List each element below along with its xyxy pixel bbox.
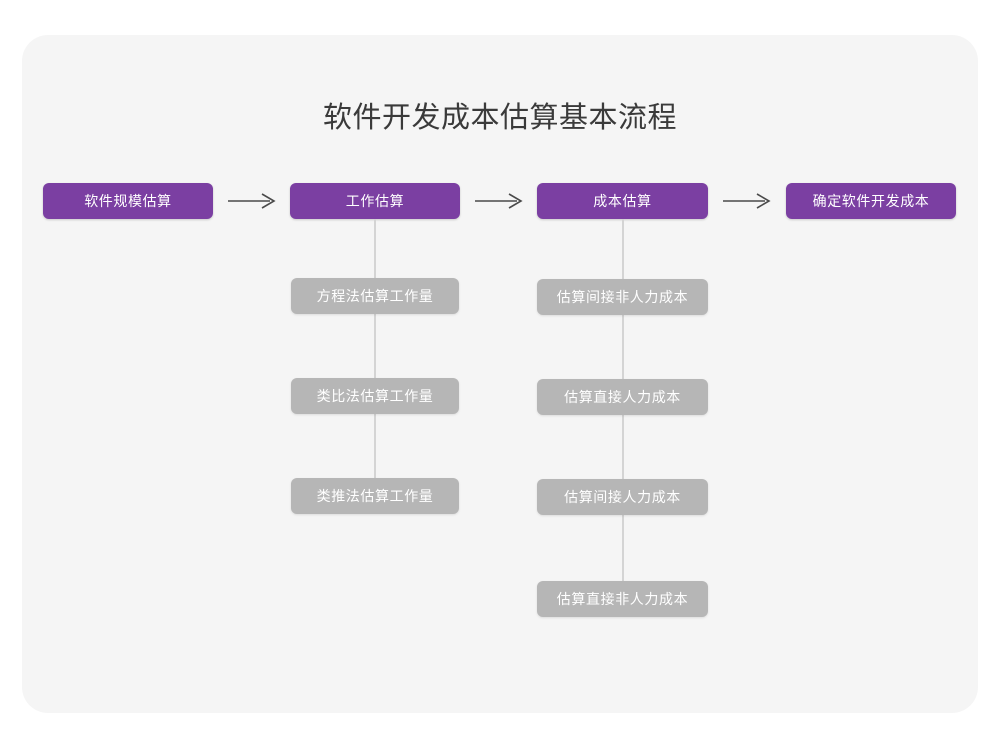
branch-node-analogous-inference-effort[interactable]: 类推法估算工作量 xyxy=(291,478,459,514)
connector-branch2-seg4 xyxy=(622,515,624,581)
connector-branch1-seg2 xyxy=(374,314,376,378)
branch-node-equation-method-effort[interactable]: 方程法估算工作量 xyxy=(291,278,459,314)
connector-branch2-seg3 xyxy=(622,415,624,479)
page-title: 软件开发成本估算基本流程 xyxy=(322,102,677,134)
arrow-1-icon xyxy=(228,192,278,210)
branch-node-indirect-labor-cost[interactable]: 估算间接人力成本 xyxy=(537,479,708,515)
flow-node-cost-estimation[interactable]: 成本估算 xyxy=(537,183,708,219)
arrow-3-icon xyxy=(723,192,773,210)
branch-node-indirect-nonlabor-cost[interactable]: 估算间接非人力成本 xyxy=(537,279,708,315)
branch-node-direct-nonlabor-cost[interactable]: 估算直接非人力成本 xyxy=(537,581,708,617)
diagram-card-background xyxy=(22,35,978,713)
connector-branch2-seg2 xyxy=(622,315,624,379)
connector-branch1-seg3 xyxy=(374,414,376,478)
flow-node-work-estimation[interactable]: 工作估算 xyxy=(290,183,460,219)
branch-node-analogy-method-effort[interactable]: 类比法估算工作量 xyxy=(291,378,459,414)
branch-node-direct-labor-cost[interactable]: 估算直接人力成本 xyxy=(537,379,708,415)
connector-branch2-seg1 xyxy=(622,219,624,279)
flow-node-determine-dev-cost[interactable]: 确定软件开发成本 xyxy=(786,183,956,219)
connector-branch1-seg1 xyxy=(374,219,376,278)
flow-node-software-scale-estimation[interactable]: 软件规模估算 xyxy=(43,183,213,219)
arrow-2-icon xyxy=(475,192,525,210)
